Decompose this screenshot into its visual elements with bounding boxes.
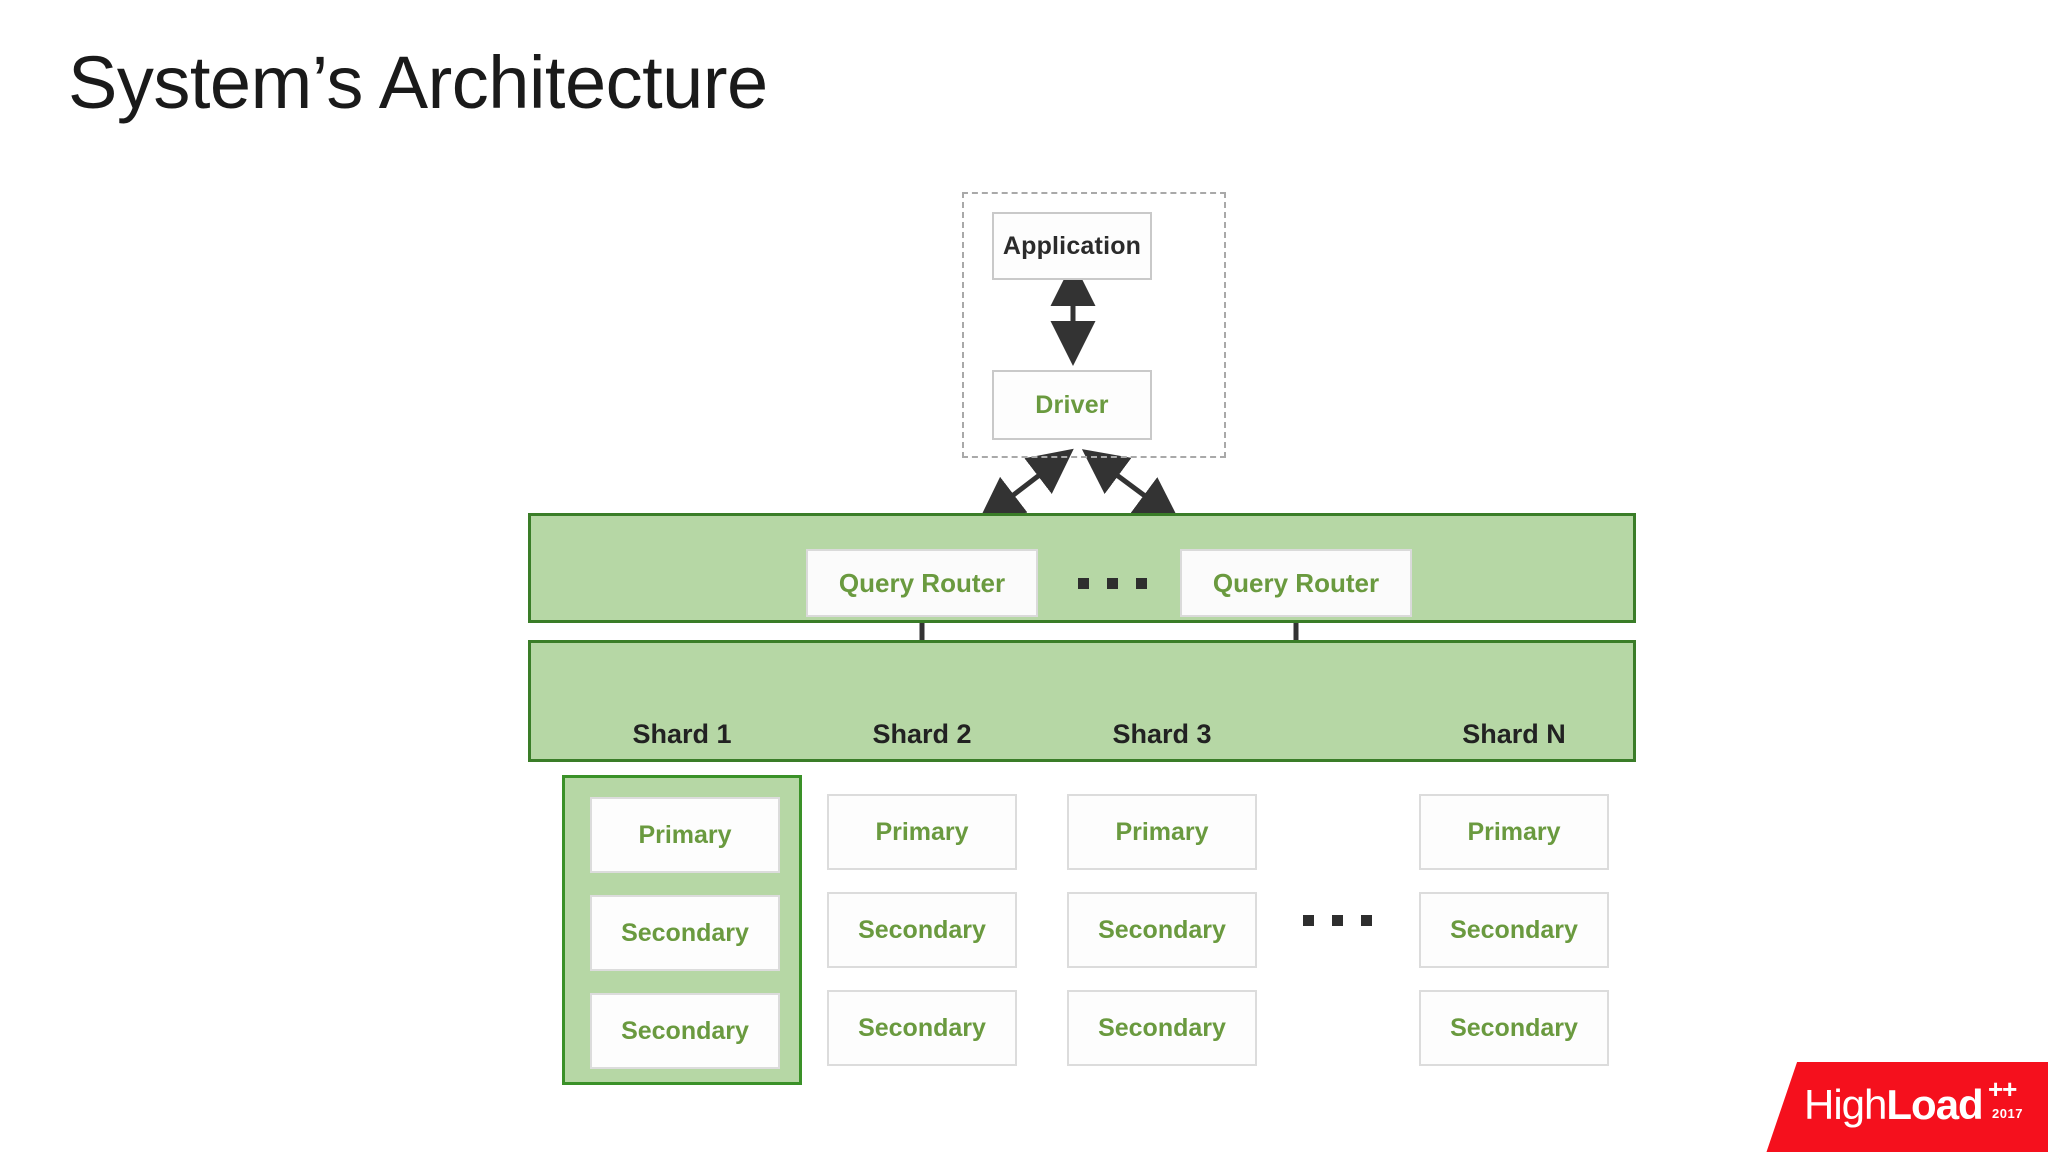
- client-group-container: [962, 192, 1226, 458]
- application-node[interactable]: Application: [992, 212, 1152, 280]
- highload-logo: HighLoad ++ 2017: [1766, 1062, 2048, 1152]
- replica-label: Primary: [875, 817, 969, 846]
- replica-primary-shard-2[interactable]: Primary: [827, 794, 1017, 870]
- replica-label: Secondary: [1450, 1013, 1578, 1042]
- replica-label: Primary: [1115, 817, 1209, 846]
- replica-secondary-b-shard-n[interactable]: Secondary: [1419, 990, 1609, 1066]
- shard-band: [528, 640, 1636, 762]
- logo-high-text: High: [1804, 1081, 1887, 1128]
- replica-ellipsis-icon: [1303, 915, 1372, 926]
- replica-column-shard-3: Primary Secondary Secondary: [1067, 794, 1257, 1088]
- replica-label: Primary: [638, 820, 732, 849]
- replica-label: Secondary: [621, 1016, 749, 1045]
- replica-label: Secondary: [858, 1013, 986, 1042]
- page-title: System’s Architecture: [68, 41, 768, 124]
- replica-set-highlight-shard-1: Primary Secondary Secondary: [562, 775, 802, 1085]
- query-router-band: [528, 513, 1636, 623]
- replica-label: Secondary: [1098, 915, 1226, 944]
- replica-secondary-a-shard-1[interactable]: Secondary: [590, 895, 780, 971]
- query-router-label-2: Query Router: [1212, 567, 1380, 598]
- application-label: Application: [1002, 231, 1142, 260]
- replica-column-shard-2: Primary Secondary Secondary: [827, 794, 1017, 1088]
- router-ellipsis-icon: [1078, 578, 1147, 589]
- replica-label: Secondary: [1098, 1013, 1226, 1042]
- shard-label-3: Shard 3: [1112, 719, 1212, 749]
- logo-load-text: Load: [1886, 1081, 1983, 1128]
- shard-label-1: Shard 1: [632, 719, 732, 749]
- highload-logo-text: HighLoad: [1804, 1081, 1984, 1128]
- replica-label: Secondary: [621, 918, 749, 947]
- query-router-node-2[interactable]: Query Router: [1180, 549, 1412, 617]
- driver-label: Driver: [1035, 390, 1109, 419]
- replica-secondary-a-shard-n[interactable]: Secondary: [1419, 892, 1609, 968]
- replica-secondary-b-shard-2[interactable]: Secondary: [827, 990, 1017, 1066]
- logo-year-text: 2017: [1992, 1106, 2023, 1121]
- replica-primary-shard-3[interactable]: Primary: [1067, 794, 1257, 870]
- replica-secondary-a-shard-3[interactable]: Secondary: [1067, 892, 1257, 968]
- replica-secondary-b-shard-1[interactable]: Secondary: [590, 993, 780, 1069]
- replica-secondary-b-shard-3[interactable]: Secondary: [1067, 990, 1257, 1066]
- replica-label: Primary: [1467, 817, 1561, 846]
- query-router-node-1[interactable]: Query Router: [806, 549, 1038, 617]
- shard-label-2: Shard 2: [872, 719, 972, 749]
- driver-node[interactable]: Driver: [992, 370, 1152, 440]
- replica-label: Secondary: [1450, 915, 1578, 944]
- shard-label-n: Shard N: [1462, 719, 1566, 749]
- replica-primary-shard-1[interactable]: Primary: [590, 797, 780, 873]
- query-router-label-1: Query Router: [838, 567, 1006, 598]
- replica-column-shard-n: Primary Secondary Secondary: [1419, 794, 1609, 1088]
- replica-primary-shard-n[interactable]: Primary: [1419, 794, 1609, 870]
- replica-label: Secondary: [858, 915, 986, 944]
- replica-secondary-a-shard-2[interactable]: Secondary: [827, 892, 1017, 968]
- logo-plusplus-text: ++: [1988, 1074, 2017, 1104]
- replica-column-shard-1: Primary Secondary Secondary: [590, 797, 780, 1091]
